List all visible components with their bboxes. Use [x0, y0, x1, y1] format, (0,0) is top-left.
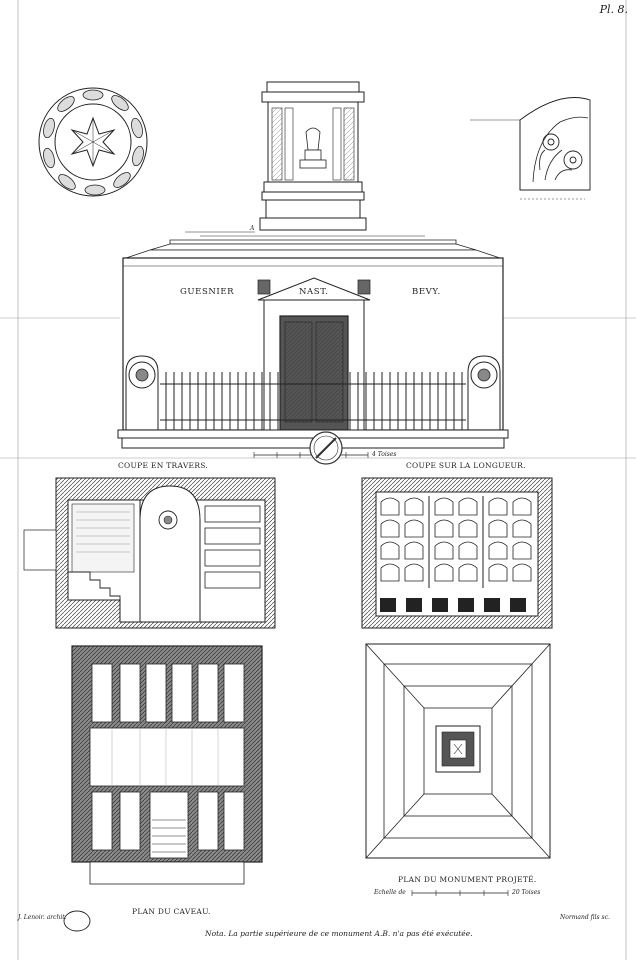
footnote: Nota. La partie supérieure de ce monumen… [205, 929, 473, 938]
section-marker-a: A [250, 225, 255, 232]
facade-name-left: GUESNIER [180, 287, 235, 297]
library-stamp [309, 431, 343, 465]
cross-section-title: COUPE EN TRAVERS. [118, 461, 209, 470]
cross-section [23, 477, 276, 629]
facade-elevation [117, 81, 509, 458]
facade-name-center: NAST. [299, 287, 329, 297]
monument-scale-right: 20 Toises [512, 889, 541, 896]
long-section-title: COUPE SUR LA LONGUEUR. [406, 461, 526, 470]
monument-plan [365, 643, 551, 896]
monument-plan-title: PLAN DU MONUMENT PROJETÉ. [398, 875, 537, 884]
architect-credit: J. Lenoir. archit. [18, 914, 67, 921]
long-section [361, 477, 553, 629]
vault-plan-title: PLAN DU CAVEAU. [132, 907, 211, 916]
engraver-credit: Normand fils sc. [560, 914, 610, 921]
monument-scale-left: Echelle de [374, 889, 406, 896]
facade-name-right: BEVY. [412, 287, 441, 297]
vault-plan [71, 645, 263, 885]
palmette-ornament [470, 97, 591, 200]
collection-stamp [63, 910, 91, 932]
wreath-ornament [38, 87, 148, 197]
facade-scale-label: 4 Toises [372, 451, 397, 458]
plate-number: Pl. 8. [599, 3, 628, 16]
